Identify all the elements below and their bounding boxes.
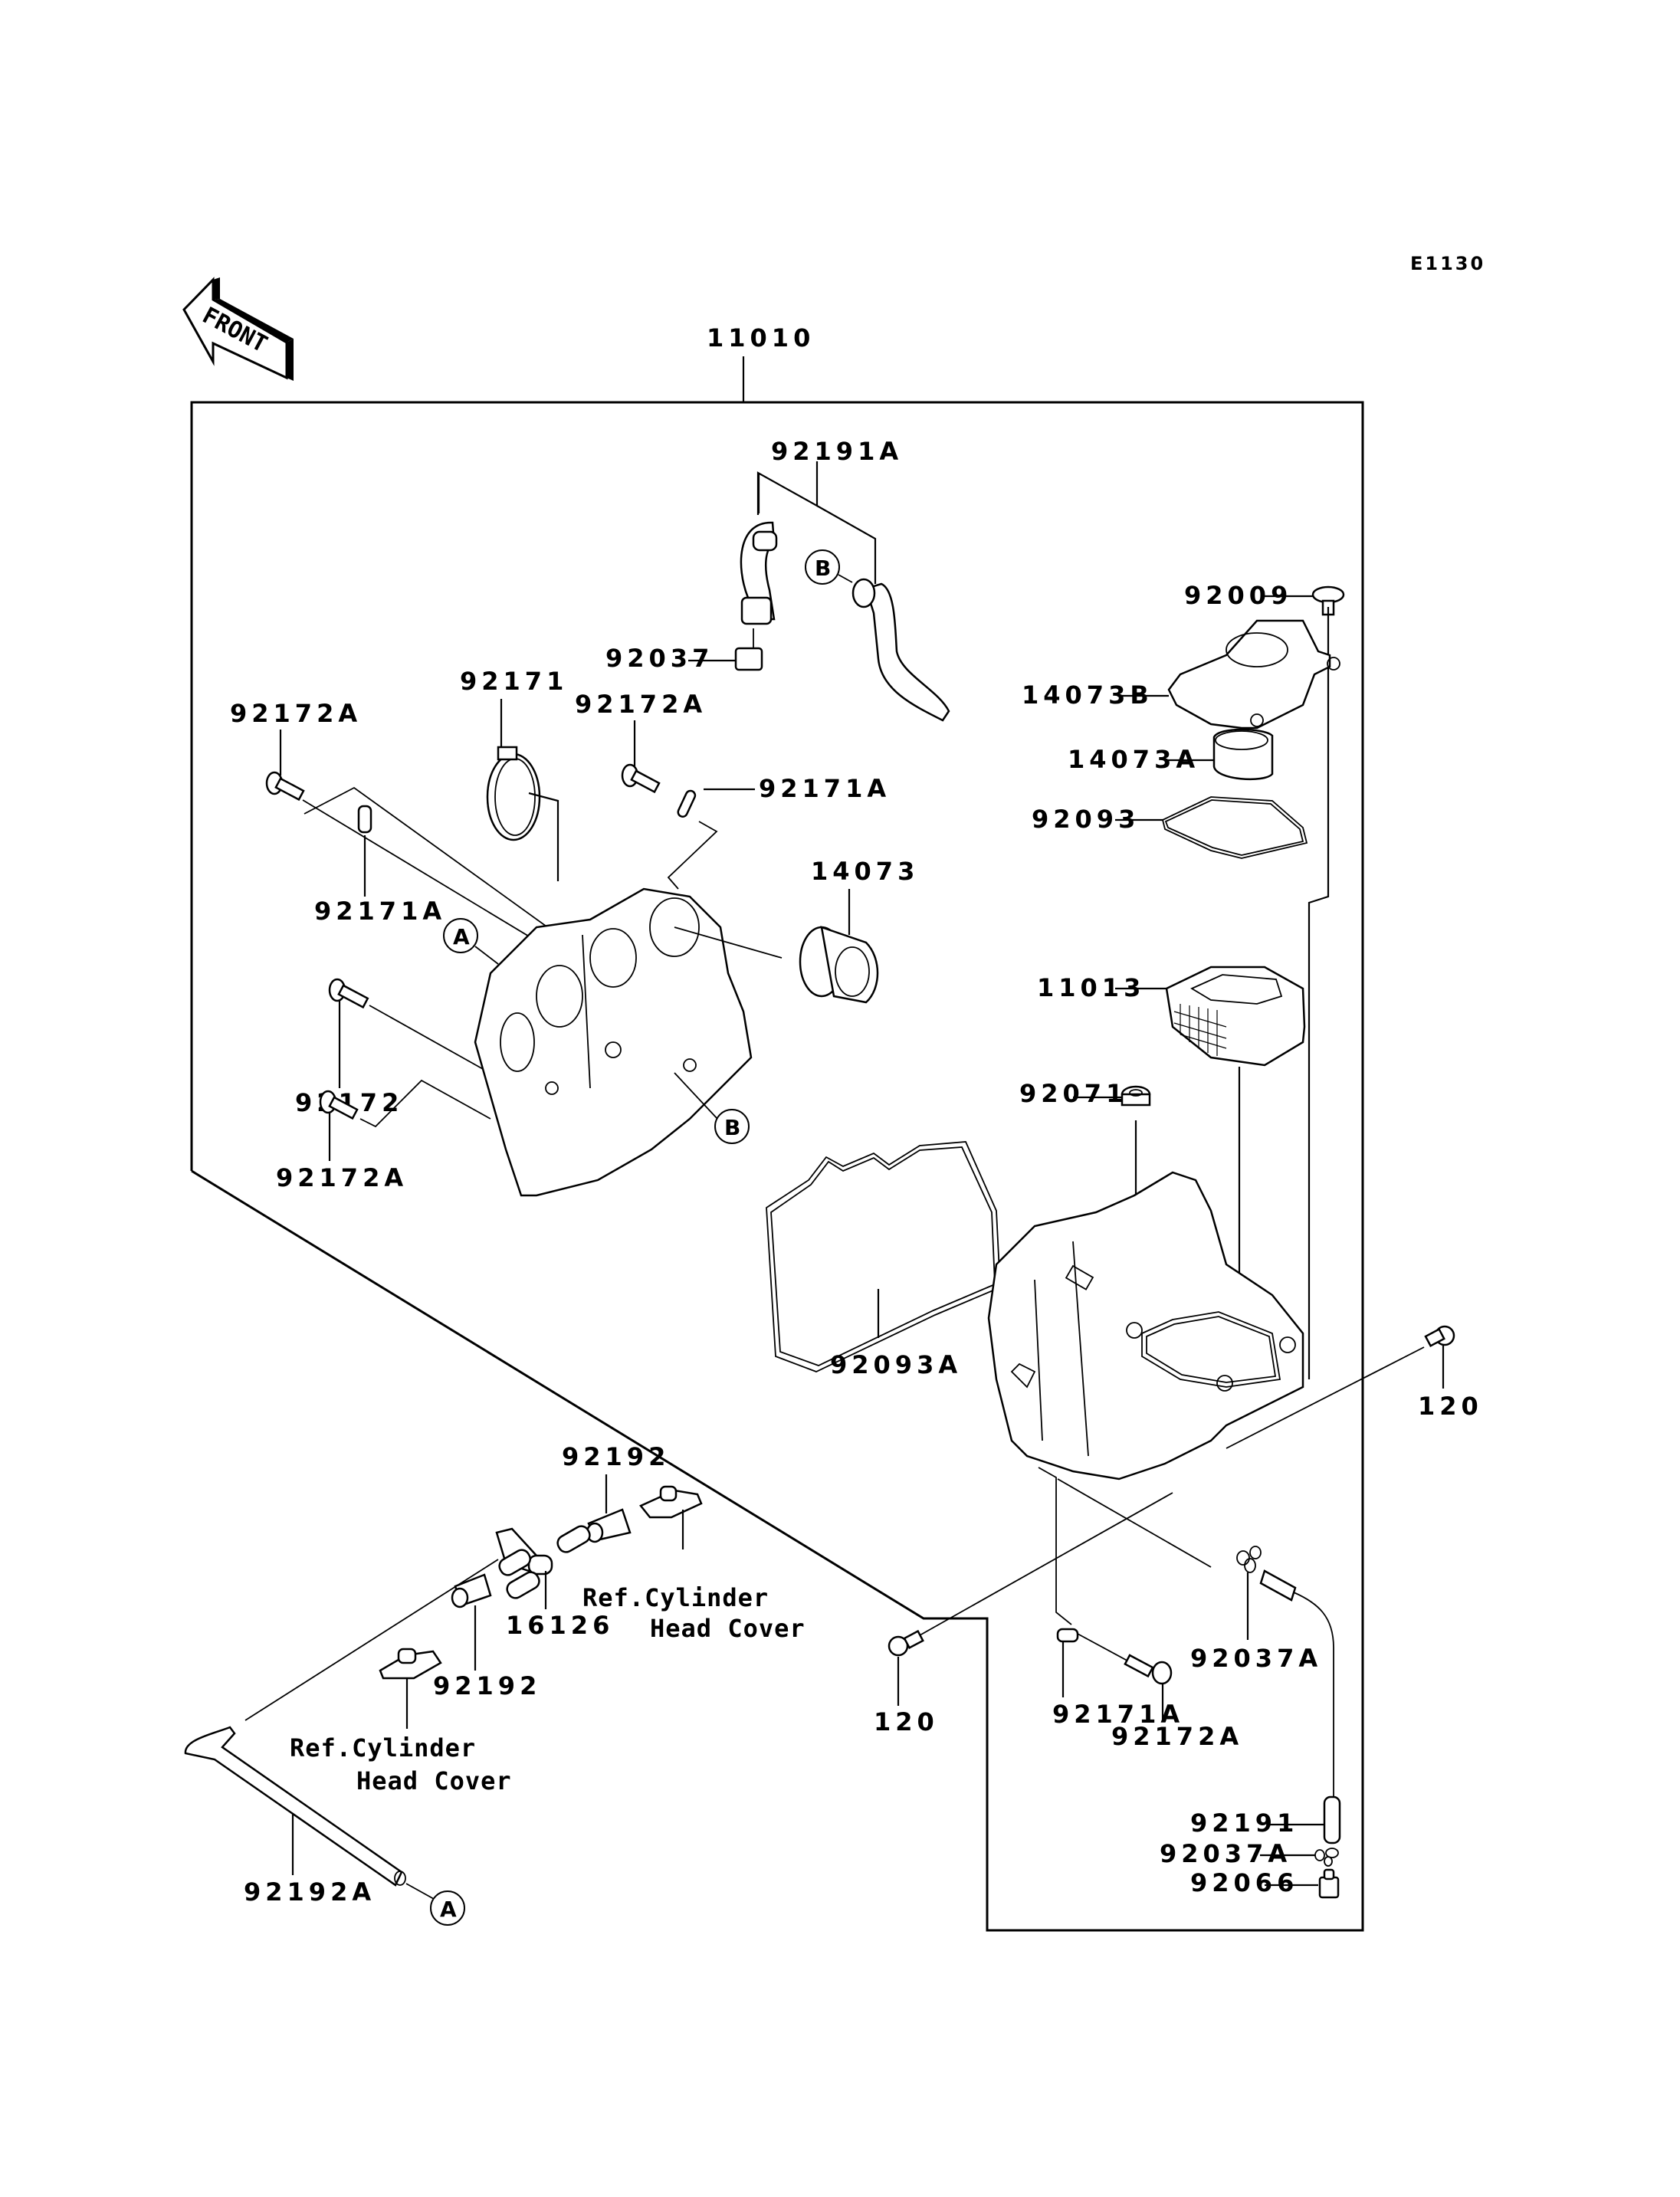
leader-housing-to-92037A xyxy=(1057,1478,1212,1568)
part-label-92172A-left: 92172A xyxy=(276,1163,408,1192)
part-label-16126: 16126 xyxy=(506,1611,614,1640)
air-cleaner-housing-part xyxy=(987,1171,1304,1481)
cylinder-head-cover-ref-part xyxy=(639,1485,703,1519)
leader-hose-line xyxy=(244,1559,499,1721)
leader-92191A xyxy=(756,461,819,515)
part-label-92037: 92037 xyxy=(605,644,714,673)
part-label-92171A-bottom: 92171A xyxy=(1052,1700,1184,1729)
part-label-92172A-top-left: 92172A xyxy=(230,699,362,728)
clip-icon xyxy=(1056,1628,1079,1643)
leader-bracket xyxy=(304,786,591,959)
ref-marker-a-top: A xyxy=(443,918,499,965)
grommet-icon xyxy=(1121,1085,1151,1107)
hose-clamp-icon xyxy=(734,628,763,671)
part-label-92191A: 92191A xyxy=(771,437,903,466)
ref-marker-b-mid: B xyxy=(674,1072,750,1144)
part-label-92172A-bottom: 92172A xyxy=(1111,1722,1243,1751)
bolt-icon xyxy=(621,763,661,794)
part-label-92066: 92066 xyxy=(1190,1868,1298,1897)
clip-icon xyxy=(357,805,372,834)
part-label-92192-bottom: 92192 xyxy=(433,1671,541,1700)
drain-tube-part xyxy=(1323,1795,1341,1844)
ref-marker-a-text: A xyxy=(440,1897,457,1922)
bolt-icon xyxy=(319,1090,359,1120)
gasket-92093 xyxy=(1161,796,1308,859)
bolt-icon xyxy=(328,978,369,1009)
part-label-92192A: 92192A xyxy=(244,1877,376,1907)
ref-marker-b-text: B xyxy=(724,1115,740,1140)
ref-cylinder-head-cover-1-line2: Head Cover xyxy=(650,1614,806,1643)
part-label-11010: 11010 xyxy=(707,323,815,353)
gasket-92093A xyxy=(766,1141,1001,1372)
leader-bolt-92172A-left xyxy=(359,1079,491,1128)
hose-clamp-icon xyxy=(1236,1546,1262,1573)
part-label-92192-top: 92192 xyxy=(562,1442,670,1471)
leader-to-14073 xyxy=(674,926,783,959)
part-label-92037A-mid: 92037A xyxy=(1190,1644,1322,1673)
leader-92171A-top-bracket xyxy=(667,821,718,890)
air-switching-valve-part xyxy=(495,1525,591,1599)
part-label-92172A-top-mid: 92172A xyxy=(575,690,707,719)
ref-marker-b-text: B xyxy=(815,556,831,581)
part-label-120-left: 120 xyxy=(874,1707,939,1736)
ref-marker-a-bottom: A xyxy=(405,1883,465,1926)
ref-cylinder-head-cover-1-line1: Ref.Cylinder xyxy=(582,1583,769,1612)
intake-duct-part xyxy=(799,926,879,1004)
ref-cylinder-head-cover-2-line2: Head Cover xyxy=(356,1766,512,1795)
diagram-code: E1130 xyxy=(1410,253,1485,274)
part-label-92171: 92171 xyxy=(460,667,568,696)
drain-hose-part xyxy=(1259,1569,1334,1797)
leader-screw-line xyxy=(1308,607,1330,1379)
leader-clip-to-bolt xyxy=(1077,1633,1135,1665)
ref-cylinder-head-cover-2-line1: Ref.Cylinder xyxy=(290,1733,476,1763)
bolt-icon xyxy=(265,771,305,802)
clamp-band-icon xyxy=(486,746,541,841)
part-label-120-right: 120 xyxy=(1418,1392,1483,1421)
part-label-14073: 14073 xyxy=(811,857,919,886)
cylinder-head-cover-ref-part xyxy=(379,1648,442,1680)
bolt-icon xyxy=(1124,1654,1173,1685)
breather-hose-left xyxy=(740,521,778,625)
inner-cover-part xyxy=(474,887,753,1197)
leader-bolt-92172 xyxy=(369,1005,484,1070)
air-cleaner-cover-part xyxy=(1167,619,1340,730)
part-label-92037A-bottom: 92037A xyxy=(1160,1839,1291,1868)
clip-icon xyxy=(677,789,697,818)
drain-plug-icon xyxy=(888,1629,924,1657)
drain-plug-cap-icon xyxy=(1318,1868,1340,1899)
hose-joint-part xyxy=(451,1573,492,1608)
part-label-92191: 92191 xyxy=(1190,1808,1298,1838)
drain-plug-icon xyxy=(1424,1325,1455,1348)
air-filter-element-part xyxy=(1165,966,1306,1067)
part-label-92171A-top: 92171A xyxy=(759,774,891,803)
ref-marker-a-text: A xyxy=(453,924,470,949)
leader-housing-to-clip xyxy=(1038,1467,1072,1625)
front-arrow-icon: FRONT xyxy=(182,277,294,381)
part-label-92093A: 92093A xyxy=(830,1350,962,1379)
breather-hose-right xyxy=(851,578,950,722)
duct-ring-part xyxy=(1212,728,1274,781)
part-label-92071: 92071 xyxy=(1019,1079,1127,1108)
hose-clamp-icon xyxy=(1314,1848,1339,1867)
leader-92191A-right xyxy=(816,505,877,584)
leader-plug-right xyxy=(1226,1346,1425,1449)
leader-92171-to-cover xyxy=(528,792,559,881)
ref-marker-b-top: B xyxy=(805,549,853,585)
leader-plug-left xyxy=(919,1492,1173,1636)
hose-joint-part xyxy=(586,1508,632,1543)
part-label-92171A-left: 92171A xyxy=(314,897,446,926)
air-hose-part xyxy=(184,1726,406,1887)
assembly-frame xyxy=(190,401,1364,1932)
